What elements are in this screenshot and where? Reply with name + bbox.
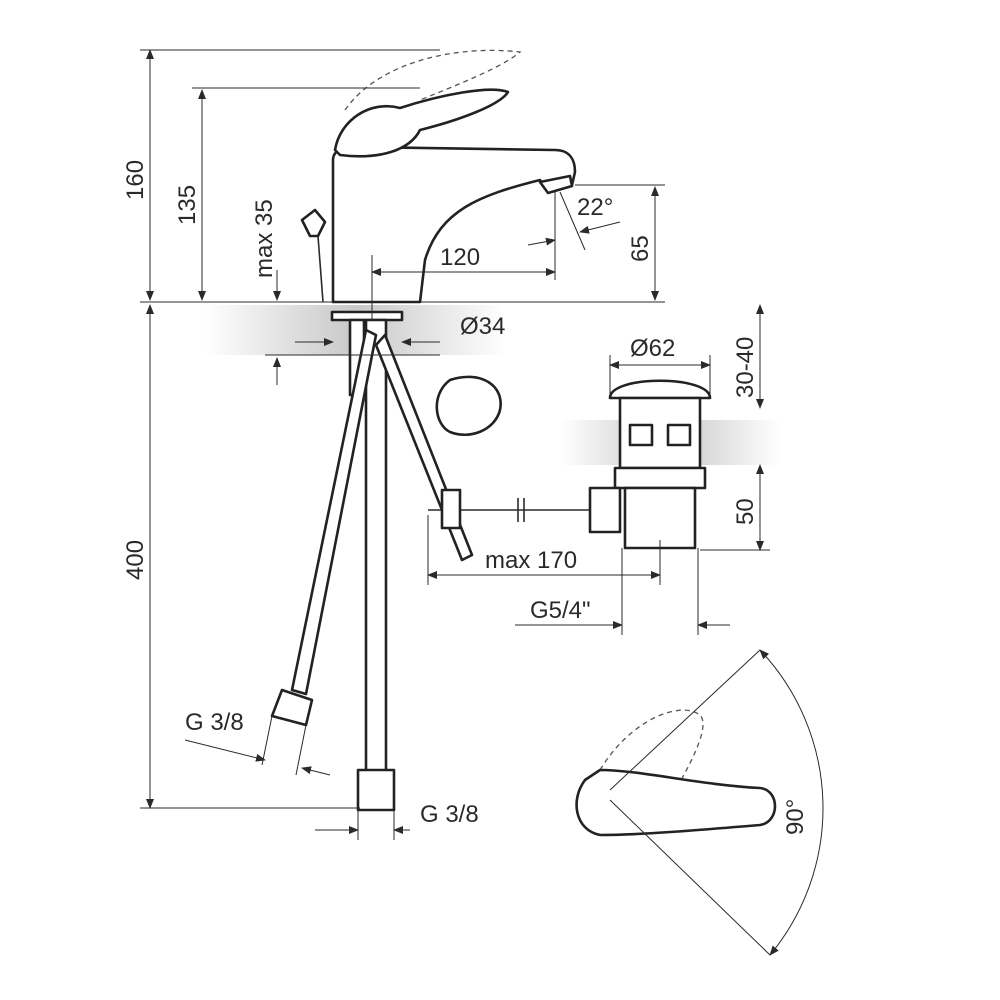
drain-rod-nut <box>588 486 622 534</box>
dim-max-35: max 35 <box>251 199 278 278</box>
dim-135: 135 <box>174 185 201 225</box>
hose-fitting-bottom <box>356 768 396 812</box>
dim-g54: G5/4" <box>530 597 591 624</box>
supply-hose-straight <box>364 318 388 792</box>
dim-90-deg: 90° <box>782 799 809 835</box>
dim-max-170: max 170 <box>485 547 577 574</box>
aerator <box>538 174 574 195</box>
popup-knob <box>300 208 327 238</box>
drain-cap <box>608 379 712 400</box>
dim-400: 400 <box>122 540 149 580</box>
faucet-lever <box>333 88 510 158</box>
dimension-lines <box>140 49 770 840</box>
drain-thread <box>623 486 697 550</box>
dim-22-deg: 22° <box>577 194 613 221</box>
dim-d62: Ø62 <box>630 335 675 362</box>
faucet-body <box>331 145 577 304</box>
dim-160: 160 <box>122 160 149 200</box>
dim-g38-left: G 3/8 <box>185 709 244 736</box>
dim-30-40: 30-40 <box>732 337 759 398</box>
dim-g38-bottom: G 3/8 <box>420 801 479 828</box>
handle-top-view <box>575 768 777 837</box>
supply-hose-flex <box>290 328 378 696</box>
lever-raised-outline <box>344 49 522 111</box>
dim-120: 120 <box>440 244 480 271</box>
rod-clamp <box>440 488 462 530</box>
dim-d34: Ø34 <box>460 313 505 340</box>
dim-50: 50 <box>732 498 759 525</box>
clip-part <box>435 375 502 437</box>
rotation-arc <box>759 649 824 956</box>
dim-65: 65 <box>627 235 654 262</box>
